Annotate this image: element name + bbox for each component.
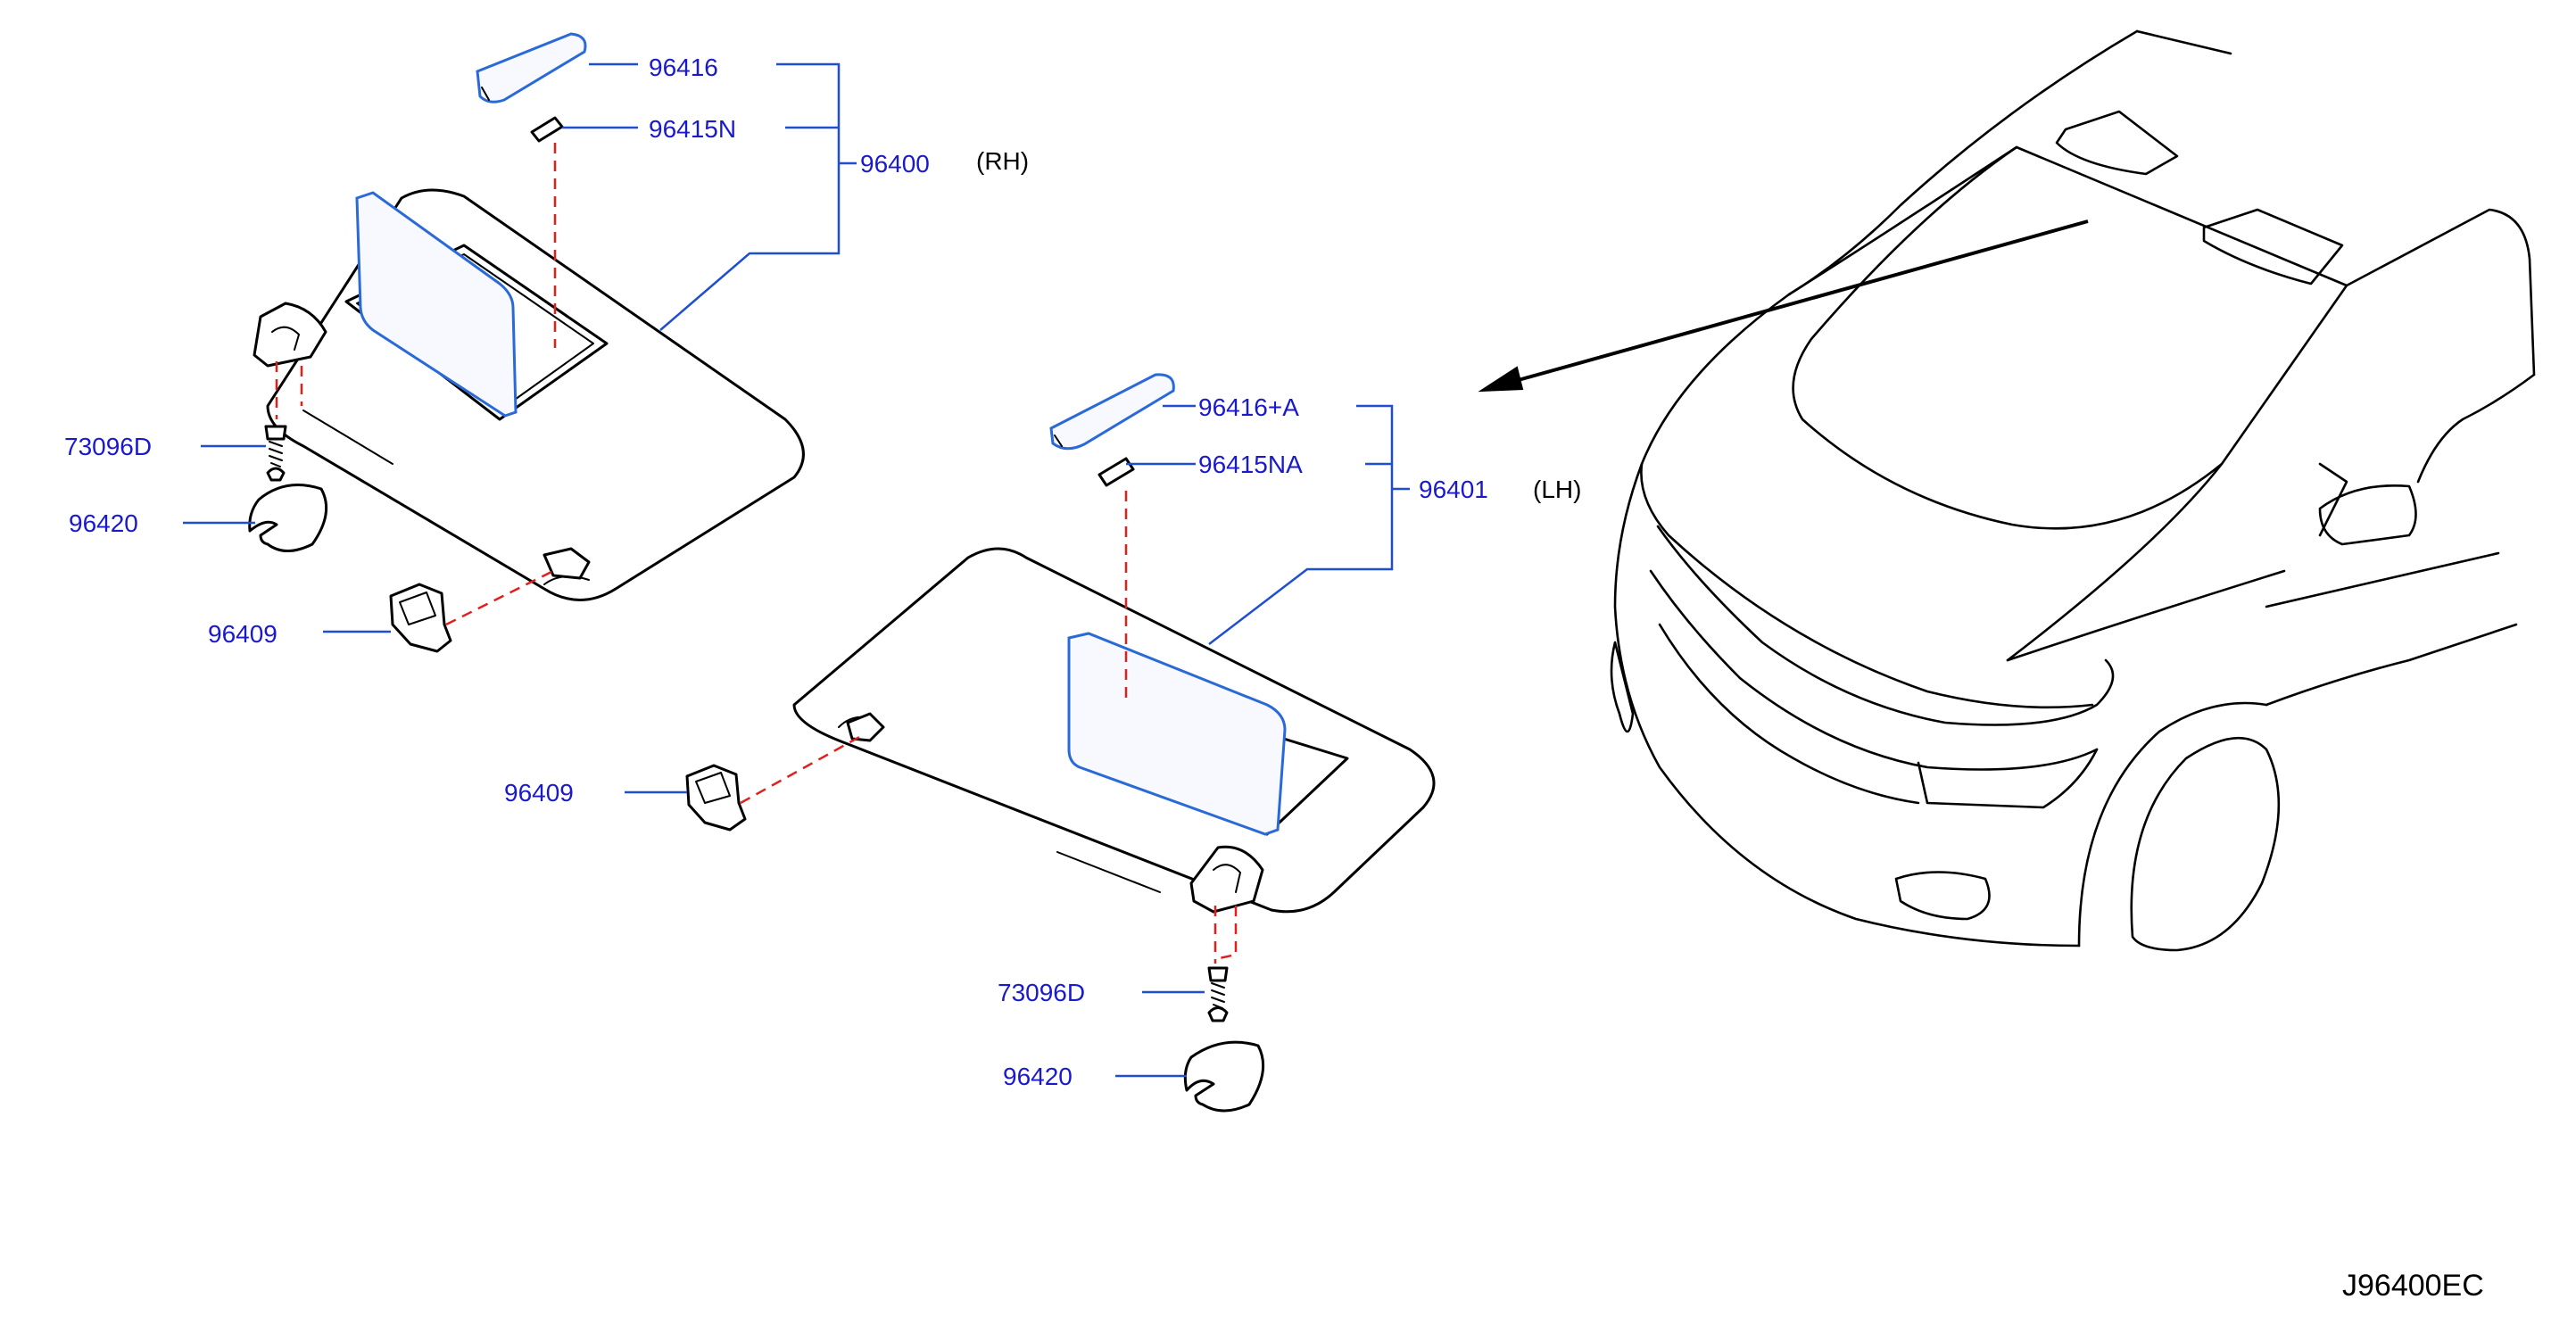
- label-rh-holder: 96409: [208, 620, 277, 648]
- lh-leaders: [625, 404, 1410, 1078]
- rh-holder-part: [389, 583, 452, 653]
- rh-sun-visor: [253, 188, 805, 601]
- rh-leaders: [183, 62, 857, 633]
- label-lh-mirror-pad: 96416+A: [1198, 393, 1299, 421]
- label-rh-cover: 96420: [69, 509, 138, 537]
- diagram-code: J96400EC: [2342, 1269, 2484, 1303]
- rh-visor-pivot: [253, 302, 327, 368]
- label-rh-lamp: 96415N: [649, 115, 736, 143]
- label-lh-cover: 96420: [1003, 1063, 1073, 1090]
- label-rh-side: (RH): [976, 147, 1029, 175]
- label-lh-visor-assy: 96401: [1419, 476, 1488, 503]
- label-lh-side: (LH): [1533, 476, 1581, 503]
- pointer-arrow: [1478, 219, 2089, 393]
- rh-cover-part: [248, 484, 328, 552]
- lh-lamp-part: [1097, 457, 1135, 487]
- lh-visor-pivot: [1189, 845, 1264, 914]
- rh-labels: 96416 96415N 96400 (RH) 73096D 96420 964…: [64, 54, 1029, 648]
- label-rh-visor-assy: 96400: [860, 150, 930, 178]
- rh-screw-part: [264, 425, 287, 482]
- lh-vanity-mirror: [1067, 632, 1287, 836]
- rh-lamp-part: [530, 116, 564, 143]
- label-rh-screw: 73096D: [64, 433, 152, 460]
- rh-vanity-mirror: [355, 191, 518, 418]
- lh-mirror-pad-part: [1049, 373, 1175, 451]
- lh-holder-part: [685, 764, 747, 832]
- lh-labels: 96416+A 96415NA 96401 (LH) 96409 73096D …: [504, 393, 1581, 1090]
- lh-screw-part: [1207, 966, 1229, 1022]
- label-lh-holder: 96409: [504, 779, 574, 807]
- rh-mirror-pad-part: [476, 32, 587, 103]
- lh-cover-part: [1183, 1040, 1265, 1113]
- vehicle-outline: [1610, 29, 2536, 952]
- label-rh-mirror-pad: 96416: [649, 54, 718, 81]
- label-lh-screw: 73096D: [998, 979, 1085, 1006]
- lh-sun-visor: [792, 547, 1436, 914]
- label-lh-lamp: 96415NA: [1198, 451, 1303, 478]
